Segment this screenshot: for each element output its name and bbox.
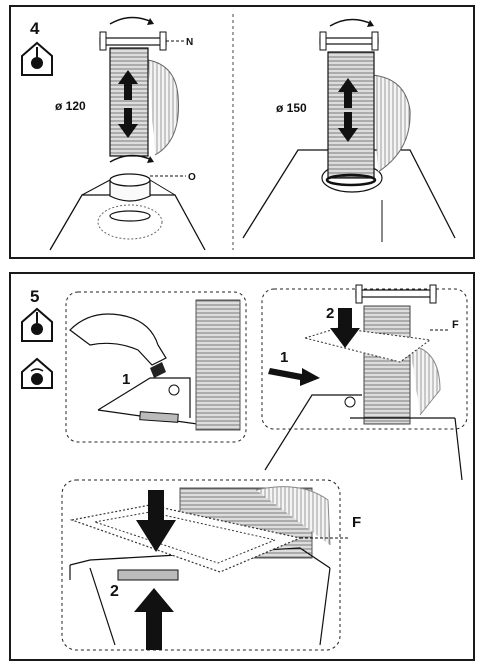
arrow-down-inset [330,308,360,348]
collar-detail-circle [97,204,163,240]
keyhole [168,384,180,396]
house-duct-up-icon [21,307,53,342]
double-arrow-left [118,70,138,138]
lower-clamp [109,154,153,163]
diameter-120-label: ø 120 [55,99,86,113]
house-duct-icon [21,41,53,76]
grease-filter-inset [303,327,432,363]
double-arrow-right [338,78,358,142]
filter-clip [150,362,166,378]
mounting-bracket-right [319,18,379,51]
bottom-label-f: F [352,514,361,531]
duct-detail-left [195,299,241,431]
hand-illustration [69,313,167,366]
mounting-bracket-n [99,16,167,51]
hood-top-right [264,394,455,471]
step-4-number: 4 [30,19,40,38]
flex-duct-120 [109,47,149,157]
mounting-bracket-inset [355,284,437,304]
collar-ring [109,210,151,222]
label-n: N [186,37,193,48]
reducer-collar-o [109,173,151,202]
duct-clamp-right [325,173,377,187]
filter-slot [139,411,179,423]
duct-detail-right [363,305,411,425]
arrow-up-bottom [134,588,174,650]
detail-inset-right [261,288,468,430]
detail-inset-bottom [61,479,341,651]
flex-duct-branch-right [371,74,411,173]
detail-inset-left [65,291,247,443]
bottom-callout-2: 2 [110,583,119,600]
diameter-150-label: ø 150 [276,101,307,115]
house-recirculation-icon [21,357,53,389]
step-5-number: 5 [30,287,39,306]
arrow-down-bottom [136,490,176,552]
label-o: O [188,172,196,183]
inset-right-label-f: F [452,319,459,331]
flex-duct-branch [147,59,180,156]
filter-slot-bottom [117,569,179,581]
inset-right-callout-2: 2 [326,305,334,322]
arrow-right-inset [268,368,320,386]
hood-body-left [49,194,206,251]
inset-left-callout: 1 [122,371,130,388]
inset-right-callout-1: 1 [280,349,288,366]
